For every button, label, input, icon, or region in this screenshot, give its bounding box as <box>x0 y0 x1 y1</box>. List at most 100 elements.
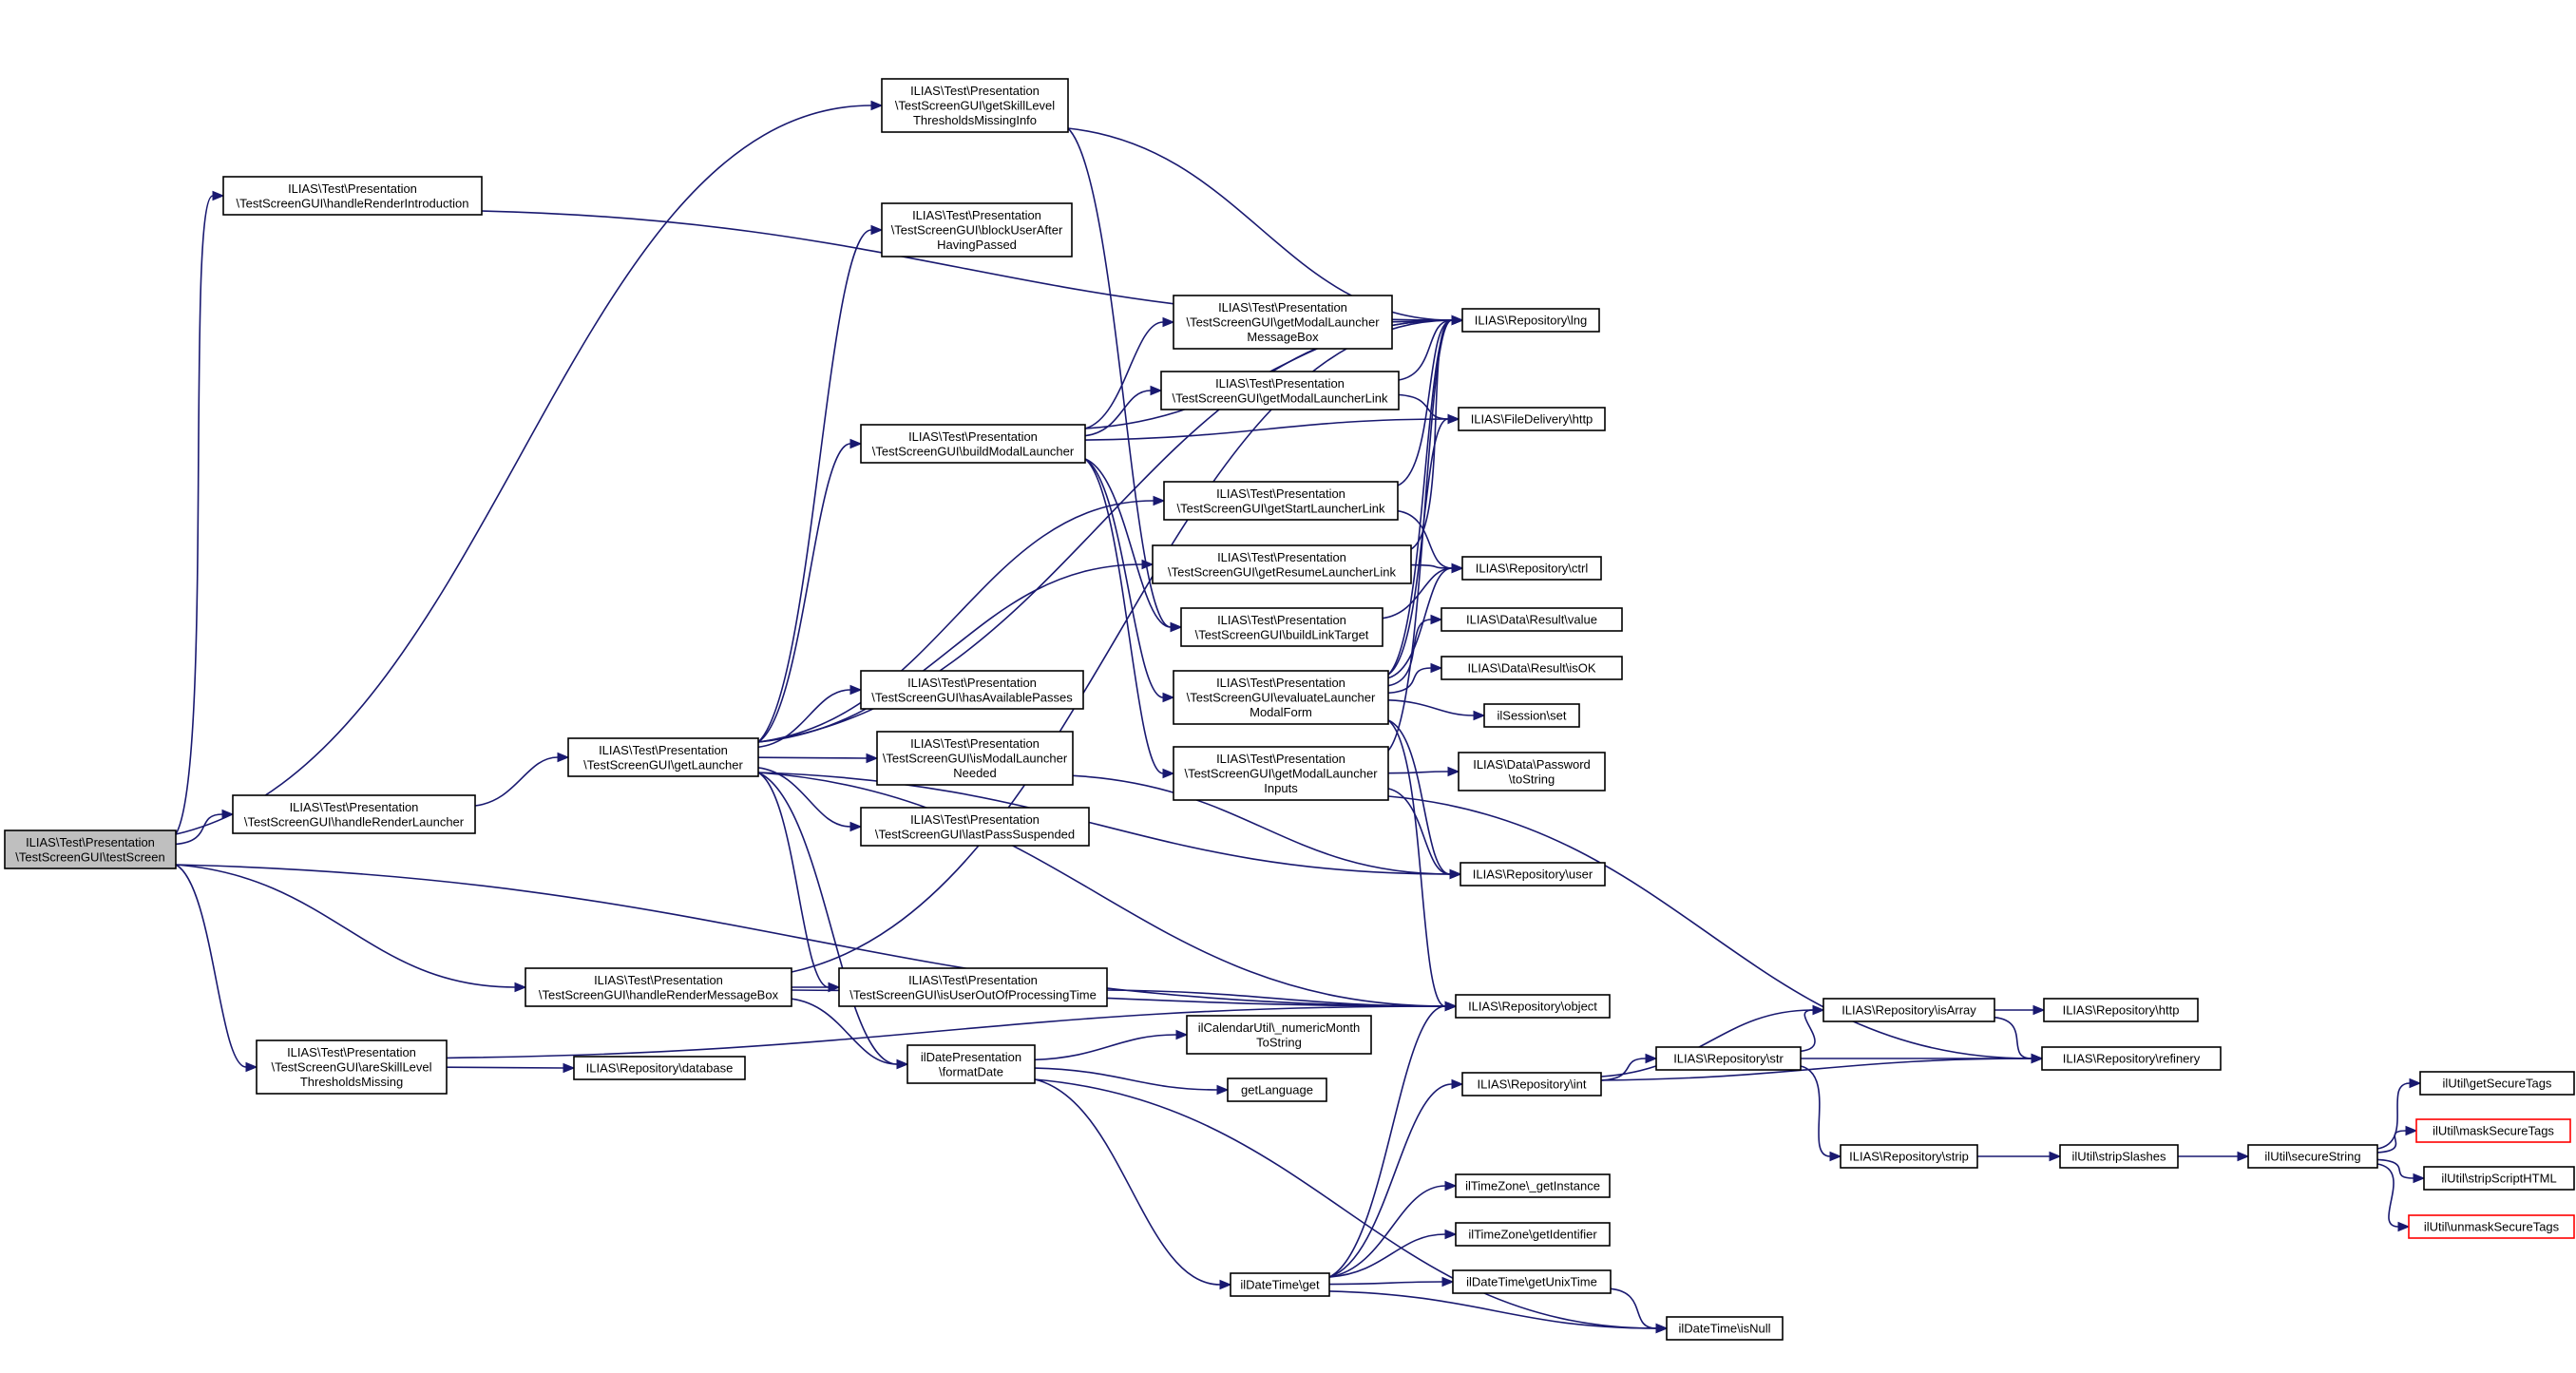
node-label: ILIAS\Repository\object <box>1468 1000 1597 1014</box>
node-getUnixTime[interactable]: ilDateTime\getUnixTime <box>1452 1269 1612 1294</box>
node-repoHttp[interactable]: ILIAS\Repository\http <box>2043 998 2199 1022</box>
node-getModalInputs[interactable]: ILIAS\Test\Presentation\TestScreenGUI\ge… <box>1173 746 1389 801</box>
node-box <box>2041 1046 2222 1071</box>
edge-evaluateModal-to-repoCtrl <box>1387 563 1464 679</box>
node-label: \TestScreenGUI\blockUserAfter <box>891 223 1063 238</box>
edge-line <box>791 319 1453 973</box>
arrowhead-icon <box>1444 1180 1458 1192</box>
node-box <box>860 670 1084 710</box>
edge-line <box>1084 418 1449 441</box>
node-areSkillLevel[interactable]: ILIAS\Test\Presentation\TestScreenGUI\ar… <box>256 1039 448 1095</box>
arrowhead-icon <box>2413 1173 2426 1184</box>
node-box <box>1160 371 1400 410</box>
node-label: ILIAS\Repository\isArray <box>1841 1003 1976 1018</box>
node-repoObject[interactable]: ILIAS\Repository\object <box>1455 994 1611 1019</box>
node-getSkillLevel[interactable]: ILIAS\Test\Presentation\TestScreenGUI\ge… <box>881 78 1069 133</box>
edge-line <box>1387 788 1451 875</box>
edge-formatDate-to-numericMonth <box>1034 1029 1189 1061</box>
node-getStartLink[interactable]: ILIAS\Test\Presentation\TestScreenGUI\ge… <box>1163 481 1399 521</box>
arrowhead-icon <box>2237 1151 2250 1162</box>
node-resIsOK[interactable]: ILIAS\Data\Result\isOK <box>1441 656 1623 680</box>
edge-line <box>757 443 851 743</box>
node-getSecureTags[interactable]: ilUtil\getSecureTags <box>2419 1071 2575 1096</box>
node-blockUser[interactable]: ILIAS\Test\Presentation\TestScreenGUI\bl… <box>881 202 1073 257</box>
node-handleRenderMessageBox[interactable]: ILIAS\Test\Presentation\TestScreenGUI\ha… <box>525 967 792 1007</box>
node-box <box>573 1056 746 1080</box>
arrowhead-icon <box>1449 868 1462 880</box>
edge-line <box>2376 1130 2407 1154</box>
node-repoInt[interactable]: ILIAS\Repository\int <box>1461 1072 1602 1096</box>
arrowhead-icon <box>849 438 863 449</box>
node-formatDate[interactable]: ilDatePresentation\formatDate <box>906 1044 1036 1084</box>
node-hasAvailablePasses[interactable]: ILIAS\Test\Presentation\TestScreenGUI\ha… <box>860 670 1084 710</box>
edge-line <box>175 813 223 846</box>
node-getModalLink[interactable]: ILIAS\Test\Presentation\TestScreenGUI\ge… <box>1160 371 1400 410</box>
node-pwToString[interactable]: ILIAS\Data\Password\toString <box>1458 752 1606 791</box>
arrowhead-icon <box>849 821 863 832</box>
node-handleRenderIntroduction[interactable]: ILIAS\Test\Presentation\TestScreenGUI\ha… <box>222 176 483 216</box>
node-repoStr[interactable]: ILIAS\Repository\str <box>1655 1046 1802 1071</box>
node-box <box>906 1044 1036 1084</box>
edge-dtGet-to-getUnixTime <box>1328 1276 1455 1287</box>
node-box <box>1455 1173 1611 1198</box>
node-repoCtrl[interactable]: ILIAS\Repository\ctrl <box>1461 556 1602 581</box>
edge-line <box>1800 1009 1816 1053</box>
node-repoStrip[interactable]: ILIAS\Repository\strip <box>1840 1144 1978 1169</box>
arrowhead-icon <box>2405 1125 2418 1136</box>
node-box <box>860 424 1086 464</box>
arrowhead-icon <box>1451 1078 1464 1090</box>
edge-secureString-to-maskSecureTags <box>2376 1125 2418 1154</box>
edge-line <box>1084 319 1453 429</box>
edge-testScreen-to-handleRenderMessageBox <box>175 864 527 993</box>
arrowhead-icon <box>1162 692 1175 703</box>
node-getLanguage[interactable]: getLanguage <box>1227 1077 1327 1102</box>
node-tzInstance[interactable]: ilTimeZone\_getInstance <box>1455 1173 1611 1198</box>
node-label: ILIAS\Test\Presentation <box>908 429 1038 444</box>
node-stripSlashes[interactable]: ilUtil\stripSlashes <box>2059 1144 2179 1169</box>
node-secureString[interactable]: ilUtil\secureString <box>2247 1144 2378 1169</box>
node-fdHttp[interactable]: ILIAS\FileDelivery\http <box>1458 407 1606 431</box>
node-testScreen[interactable]: ILIAS\Test\Presentation\TestScreenGUI\te… <box>4 830 177 869</box>
edge-getLauncher-to-formatDate <box>757 772 909 1070</box>
node-isNull[interactable]: ilDateTime\isNull <box>1666 1316 1784 1341</box>
node-box <box>2419 1071 2575 1096</box>
node-repoUser[interactable]: ILIAS\Repository\user <box>1460 862 1606 887</box>
edge-repoStrip-to-stripSlashes <box>1977 1151 2062 1162</box>
node-stripScriptHTML[interactable]: ilUtil\stripScriptHTML <box>2423 1166 2575 1191</box>
arrowhead-icon <box>1430 662 1443 674</box>
node-label: ilDateTime\getUnixTime <box>1466 1275 1597 1289</box>
node-tzIdentifier[interactable]: ilTimeZone\getIdentifier <box>1455 1222 1611 1247</box>
edge-line <box>757 772 830 988</box>
edge-formatDate-to-dtGet <box>1034 1078 1232 1290</box>
node-evaluateModal[interactable]: ILIAS\Test\Presentation\TestScreenGUI\ev… <box>1173 670 1389 725</box>
node-lastPassSuspended[interactable]: ILIAS\Test\Presentation\TestScreenGUI\la… <box>860 807 1090 847</box>
node-buildModalLauncher[interactable]: ILIAS\Test\Presentation\TestScreenGUI\bu… <box>860 424 1086 464</box>
node-label: ModalForm <box>1250 705 1312 719</box>
node-box <box>1460 862 1606 887</box>
node-sessSet[interactable]: ilSession\set <box>1483 703 1580 728</box>
edge-getLauncher-to-isModalLauncherNeeded <box>757 753 879 764</box>
node-label: ILIAS\Repository\database <box>586 1061 734 1076</box>
edge-buildModalLauncher-to-getModalInputs <box>1084 458 1175 779</box>
edge-line <box>1387 719 1446 1007</box>
node-getResumeLink[interactable]: ILIAS\Test\Presentation\TestScreenGUI\ge… <box>1152 544 1412 584</box>
node-getLauncher[interactable]: ILIAS\Test\Presentation\TestScreenGUI\ge… <box>567 737 759 777</box>
node-repoIsArray[interactable]: ILIAS\Repository\isArray <box>1822 998 1995 1022</box>
node-maskSecureTags[interactable]: ilUtil\maskSecureTags <box>2415 1118 2571 1143</box>
node-resValue[interactable]: ILIAS\Data\Result\value <box>1441 607 1623 632</box>
node-repoLng[interactable]: ILIAS\Repository\lng <box>1461 308 1600 333</box>
node-repoRefinery[interactable]: ILIAS\Repository\refinery <box>2041 1046 2222 1071</box>
arrowhead-icon <box>1473 710 1486 721</box>
edge-getLauncher-to-lastPassSuspended <box>757 767 863 832</box>
edge-line <box>1387 567 1453 679</box>
node-isModalLauncherNeeded[interactable]: ILIAS\Test\Presentation\TestScreenGUI\is… <box>876 731 1074 786</box>
node-repoDatabase[interactable]: ILIAS\Repository\database <box>573 1056 746 1080</box>
node-isUserOut[interactable]: ILIAS\Test\Presentation\TestScreenGUI\is… <box>838 967 1108 1007</box>
node-unmaskSecureTags[interactable]: ilUtil\unmaskSecureTags <box>2408 1214 2575 1239</box>
node-dtGet[interactable]: ilDateTime\get <box>1230 1272 1330 1297</box>
node-buildLinkTarget[interactable]: ILIAS\Test\Presentation\TestScreenGUI\bu… <box>1180 607 1383 647</box>
edge-line <box>1397 319 1453 486</box>
node-getModalMsgBox[interactable]: ILIAS\Test\Presentation\TestScreenGUI\ge… <box>1173 295 1393 350</box>
node-handleRenderLauncher[interactable]: ILIAS\Test\Presentation\TestScreenGUI\ha… <box>232 794 476 834</box>
